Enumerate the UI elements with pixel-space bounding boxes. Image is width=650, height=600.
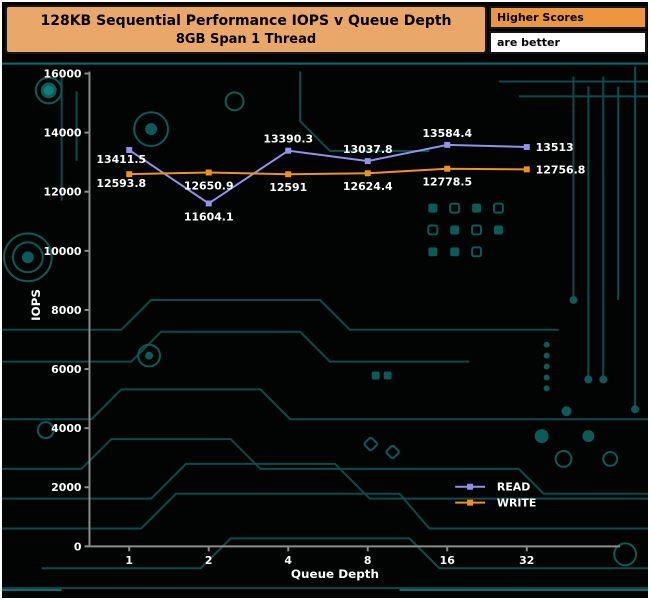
y-tick-label: 2000 [51,481,82,494]
circuit-bright-traces [2,62,648,592]
write-data-point-marker [205,169,212,176]
x-tick-label: 16 [440,554,455,567]
chart-subtitle: 8GB Span 1 Thread [175,32,317,47]
write-value-label: 12650.9 [184,179,234,192]
read-value-label: 13584.4 [422,127,472,140]
read-data-point-marker [205,200,212,207]
x-axis-title: Queue Depth [291,567,379,581]
legend-label-read: READ [497,481,530,494]
x-tick-label: 1 [125,554,133,567]
chart-title-banner: 128KB Sequential Performance IOPS v Queu… [5,5,487,54]
y-tick-label: 14000 [44,127,82,140]
write-value-label: 12756.8 [536,163,586,176]
read-data-point-marker [285,147,292,154]
circuit-traces [2,66,648,590]
write-data-point-marker [444,165,451,172]
chart-title: 128KB Sequential Performance IOPS v Queu… [40,13,452,29]
read-value-label: 13037.8 [343,143,393,156]
read-data-point-marker [126,147,133,153]
read-data-point-marker [523,144,530,150]
write-value-label: 12591 [269,181,307,194]
y-tick-label: 0 [74,540,82,553]
write-series-line [129,167,527,176]
y-tick-label: 10000 [44,245,82,258]
circuit-dot-grid [363,202,504,460]
y-tick-label: 12000 [44,186,82,199]
x-tick-label: 2 [205,554,213,567]
y-tick-label: 6000 [51,363,82,376]
write-value-label: 12778.5 [422,176,472,189]
are-better-label: are better [489,31,647,54]
circuit-accent-dot [43,85,54,96]
write-data-point-marker [523,166,530,173]
write-value-label: 12624.4 [343,180,393,193]
x-tick-label: 8 [364,554,372,567]
legend-marker-write [467,499,474,506]
legend-marker-read [467,483,474,490]
circuit-rings [2,76,638,567]
y-tick-label: 16000 [44,67,82,80]
write-data-point-marker [285,171,292,178]
x-tick-label: 4 [284,554,292,567]
read-series-line [128,143,527,205]
write-data-point-marker [364,170,371,177]
write-data-point-marker [126,171,133,178]
y-tick-label: 4000 [51,422,82,435]
higher-scores-label: Higher Scores [489,6,647,29]
circuit-pads [21,82,640,444]
read-value-label: 13513 [536,141,574,154]
read-data-point-marker [444,141,451,148]
write-value-label: 12593.8 [96,177,146,190]
read-data-point-marker [364,158,371,165]
y-axis-title: IOPS [29,289,43,321]
read-value-label: 13411.5 [96,153,146,166]
x-tick-label: 32 [519,554,534,567]
read-value-label: 11604.1 [184,210,234,223]
y-tick-label: 8000 [51,304,82,317]
legend-label-write: WRITE [497,497,536,510]
read-value-label: 13390.3 [263,133,313,146]
